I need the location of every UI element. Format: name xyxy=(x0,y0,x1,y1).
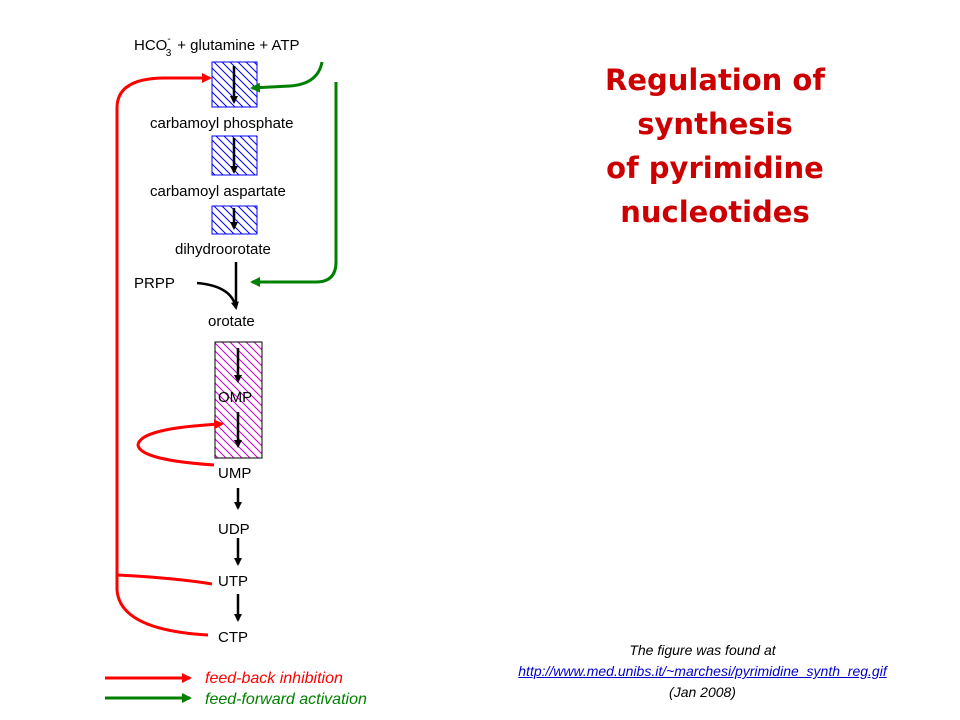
label-orotate: orotate xyxy=(208,313,255,330)
title-line-1: Regulation of xyxy=(605,63,825,97)
legend-activation-label: feed-forward activation xyxy=(205,691,367,708)
label-utp: UTP xyxy=(218,573,248,590)
label-prpp: PRPP xyxy=(134,275,175,292)
legend-inhibition-label: feed-back inhibition xyxy=(205,670,343,687)
title-line-3: of pyrimidine xyxy=(606,151,824,185)
pathway-arrows xyxy=(196,66,242,622)
source-link[interactable]: http://www.med.unibs.it/~marchesi/pyrimi… xyxy=(518,663,887,679)
label-carbamoyl-phosphate: carbamoyl phosphate xyxy=(150,115,293,132)
feed-back-arrows xyxy=(115,73,224,637)
credit-date: (Jan 2008) xyxy=(669,684,736,700)
label-ctp: CTP xyxy=(218,629,248,646)
label-carbamoyl-aspartate: carbamoyl aspartate xyxy=(150,183,286,200)
page-title: Regulation of synthesis of pyrimidine nu… xyxy=(560,58,870,234)
feed-forward-arrows xyxy=(250,61,338,287)
source-credit: The figure was found at http://www.med.u… xyxy=(450,640,955,703)
label-ump: UMP xyxy=(218,465,251,482)
legend: feed-back inhibition feed-forward activa… xyxy=(105,670,367,708)
title-line-2: synthesis xyxy=(637,107,793,141)
label-hco3: HCO-3+ glutamine + ATP xyxy=(134,34,300,59)
label-udp: UDP xyxy=(218,521,250,538)
title-line-4: nucleotides xyxy=(620,195,810,229)
label-dihydroorotate: dihydroorotate xyxy=(175,241,271,258)
label-omp: OMP xyxy=(218,389,252,406)
credit-text: The figure was found at xyxy=(629,642,776,658)
